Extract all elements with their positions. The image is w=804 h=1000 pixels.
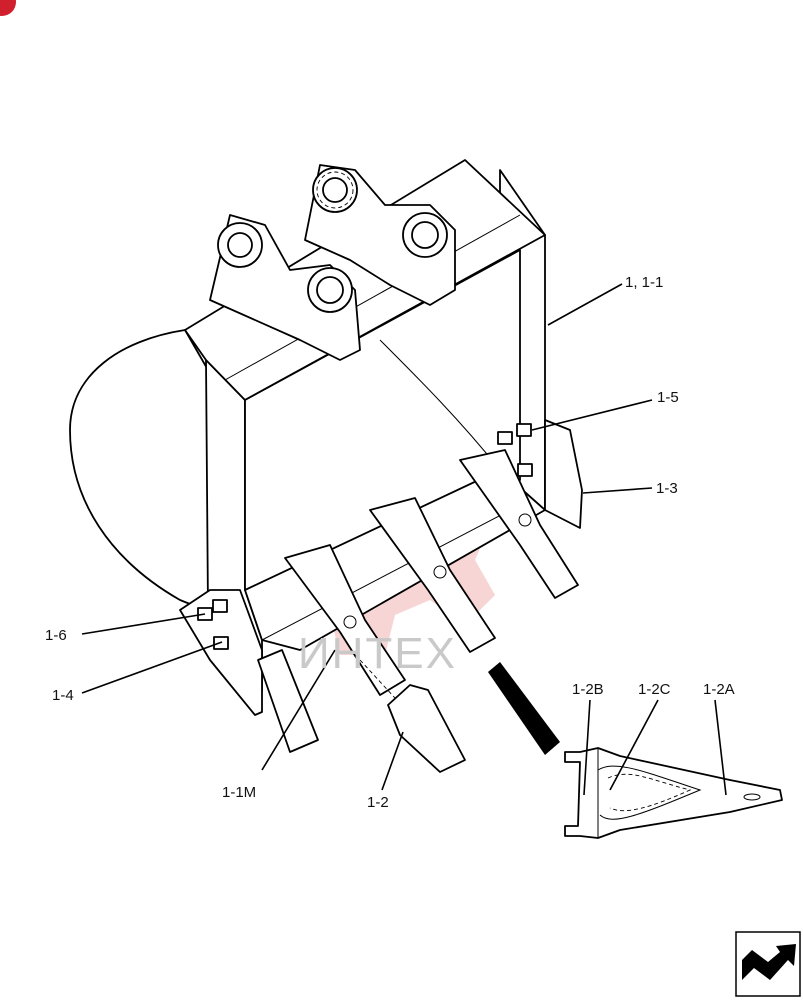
leader-lines [81, 283, 727, 796]
callout-1-1-1: 1, 1-1 [625, 274, 663, 291]
explode-line [359, 659, 396, 699]
next-page-arrow-icon[interactable] [735, 931, 801, 997]
callout-1-5: 1-5 [657, 389, 679, 406]
callout-1-2b: 1-2B [572, 681, 604, 698]
callout-1-1m: 1-1M [222, 784, 256, 801]
tooth-row [257, 449, 579, 753]
mount-bracket-left [209, 214, 361, 361]
callout-1-4: 1-4 [52, 687, 74, 704]
side-cutter-left [179, 589, 263, 716]
callout-1-6: 1-6 [45, 627, 67, 644]
tooth-detail-view [564, 747, 783, 839]
callout-1-2: 1-2 [367, 794, 389, 811]
detail-pointer-arrow [488, 662, 560, 755]
watermark-text: ИНТЕХ [298, 629, 457, 678]
bolts-right [497, 423, 533, 477]
red-badge-icon [0, 0, 16, 16]
callout-1-2a: 1-2A [703, 681, 735, 698]
side-cutter-right [544, 419, 583, 529]
mount-bracket-right [304, 164, 456, 306]
tooth-exploded [387, 684, 466, 773]
callout-1-2c: 1-2C [638, 681, 671, 698]
callout-1-3: 1-3 [656, 480, 678, 497]
bucket-body [69, 159, 546, 706]
